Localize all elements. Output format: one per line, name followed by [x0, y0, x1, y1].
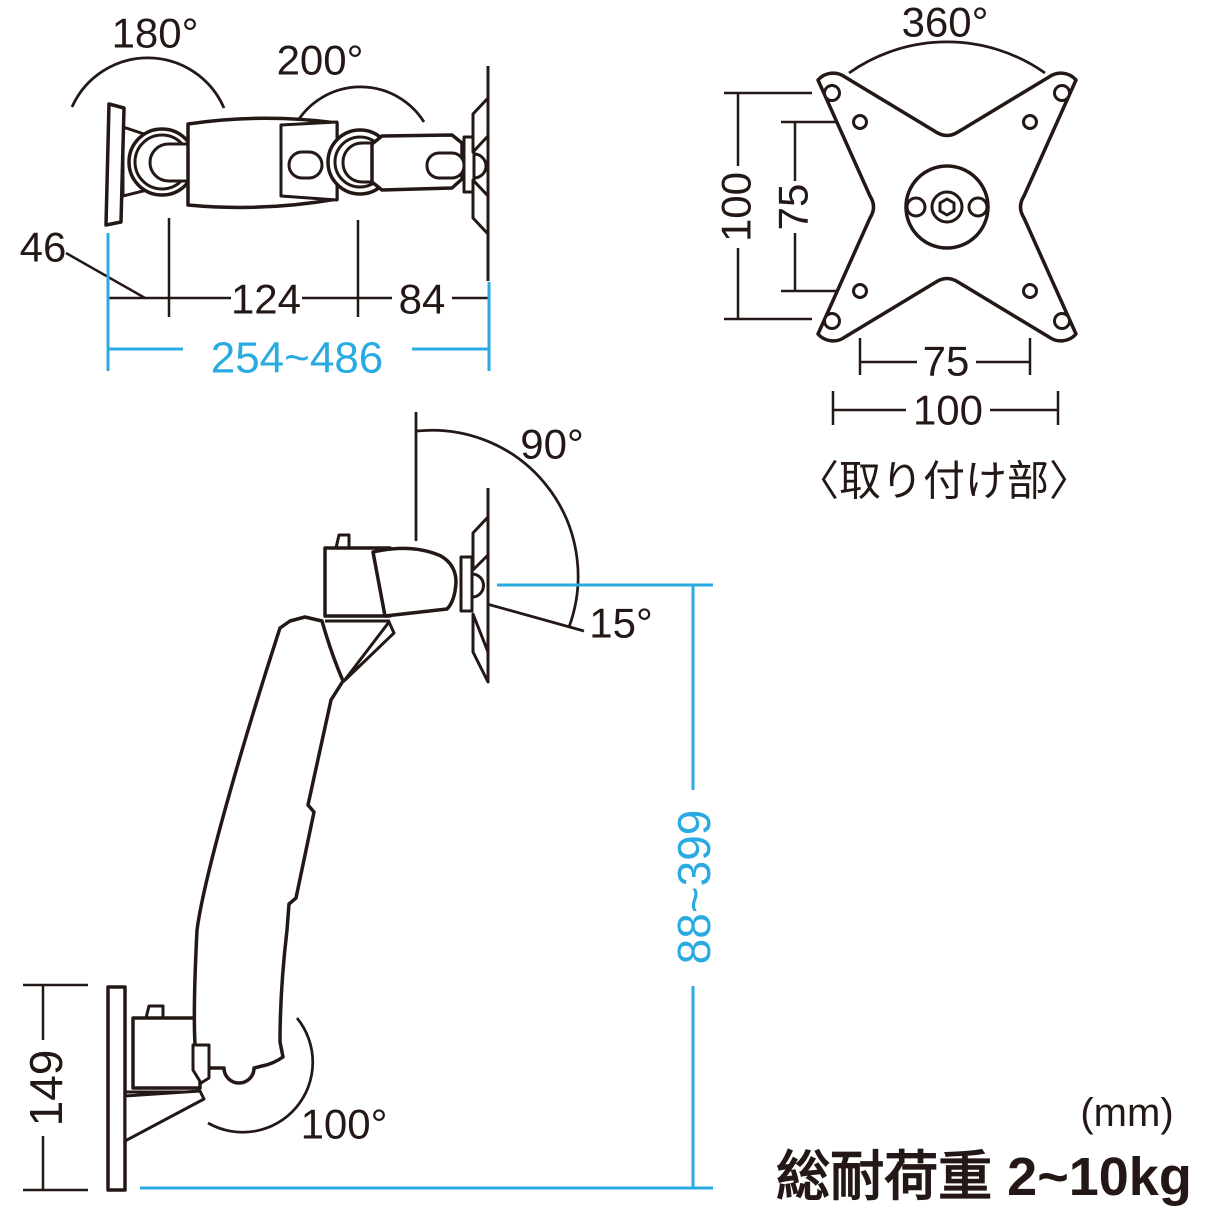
label-angle-360: 360° [902, 0, 989, 46]
label-dim-v75: 75 [770, 184, 817, 231]
label-dim-46: 46 [20, 224, 67, 271]
label-dim-height-range: 88~399 [668, 810, 720, 965]
label-angle-90: 90° [520, 421, 584, 468]
forearm-slot [425, 151, 466, 180]
vesa-view-group: 360° 100 7 [713, 0, 1092, 505]
label-angle-100: 100° [301, 1101, 388, 1148]
top-view-arm-drawing [104, 66, 490, 281]
vesa-hole-inner [1022, 114, 1038, 130]
label-dim-149: 149 [20, 1050, 72, 1127]
gas-spring-arm [192, 615, 345, 1085]
label-dim-v100: 100 [713, 172, 760, 242]
bracket-wedge [123, 1089, 206, 1143]
arc-100deg [207, 1017, 315, 1134]
arc-360deg [848, 40, 1046, 75]
vesa-dimensions: 100 75 75 100 [713, 91, 1060, 434]
top-view-dimensions: 46 124 84 254~486 [20, 218, 491, 383]
label-dim-84: 84 [399, 276, 446, 323]
arc-200deg [295, 85, 426, 123]
second-joint-tab [287, 150, 324, 180]
vesa-plate-drawing [816, 71, 1078, 343]
vesa-hole-inner [852, 114, 868, 130]
label-dim-h100: 100 [913, 387, 983, 434]
wall-plate-top-outer [104, 102, 126, 227]
vesa-hole-inner [852, 283, 868, 299]
load-capacity-note: 総耐荷重 2~10kg [776, 1147, 1192, 1207]
side-view-head-drawing [323, 488, 490, 684]
head-web [342, 620, 396, 683]
top-view-group: 180° 200° [20, 10, 491, 383]
boss-side-hole [905, 196, 927, 218]
leader-line-15deg [486, 602, 585, 633]
footer-notes: (mm) 総耐荷重 2~10kg [776, 1091, 1192, 1207]
side-view-group: 90° 15° 100° [20, 412, 726, 1192]
arc-180deg [70, 56, 226, 109]
label-angle-200: 200° [277, 37, 364, 84]
release-tab [191, 1043, 211, 1085]
unit-note: (mm) [1080, 1091, 1173, 1135]
bracket-height-dimension: 149 [20, 983, 88, 1192]
mount-pin-side [470, 572, 485, 599]
height-range-dimension: 88~399 [140, 583, 726, 1190]
boss-side-hole [967, 196, 989, 218]
label-angle-180: 180° [112, 10, 199, 57]
monitor-plate-flare-upper-side [471, 515, 490, 572]
head-bracket-tab [334, 533, 351, 549]
monitor-plate-flare-lower [471, 178, 490, 236]
label-dim-124: 124 [231, 276, 301, 323]
bottom-bracket [131, 1016, 202, 1090]
vesa-hole-corner [1053, 312, 1071, 330]
label-angle-15: 15° [589, 600, 653, 647]
side-view-base-drawing [106, 985, 206, 1192]
mount-pin-top [472, 152, 488, 180]
monitor-plate-flare-lower-side [471, 612, 490, 684]
mount-boss-side [459, 555, 474, 613]
label-dim-reach-range: 254~486 [211, 334, 384, 383]
text-mask [660, 790, 726, 986]
vesa-hole-corner [1053, 84, 1071, 102]
leader-line-46 [65, 251, 146, 300]
bottom-bracket-tab [144, 1004, 165, 1019]
vesa-hole-inner [1022, 283, 1038, 299]
wall-plate-side [106, 985, 127, 1192]
vesa-hole-corner [823, 84, 841, 102]
center-hex-socket [938, 197, 956, 217]
vesa-caption: 〈取り付け部〉 [797, 458, 1091, 505]
tilt-head [371, 546, 458, 618]
vesa-hole-corner [823, 312, 841, 330]
label-dim-h75: 75 [923, 338, 970, 385]
monitor-plate-flare-upper [471, 96, 490, 154]
